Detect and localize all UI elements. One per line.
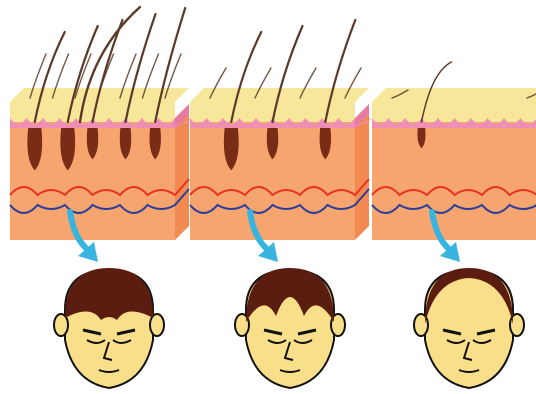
skin-cross-section-1: [10, 7, 192, 262]
epidermis-top: [372, 88, 536, 102]
dermis-front: [372, 122, 536, 240]
head-1: [54, 268, 164, 388]
head-3: [414, 268, 524, 388]
dermis-side: [355, 108, 369, 240]
skin-cross-section-2: [190, 20, 372, 262]
skin-cross-section-3: [372, 62, 536, 262]
dermis-side: [175, 108, 189, 240]
hair-full: [65, 268, 153, 320]
head-2: [235, 268, 345, 388]
